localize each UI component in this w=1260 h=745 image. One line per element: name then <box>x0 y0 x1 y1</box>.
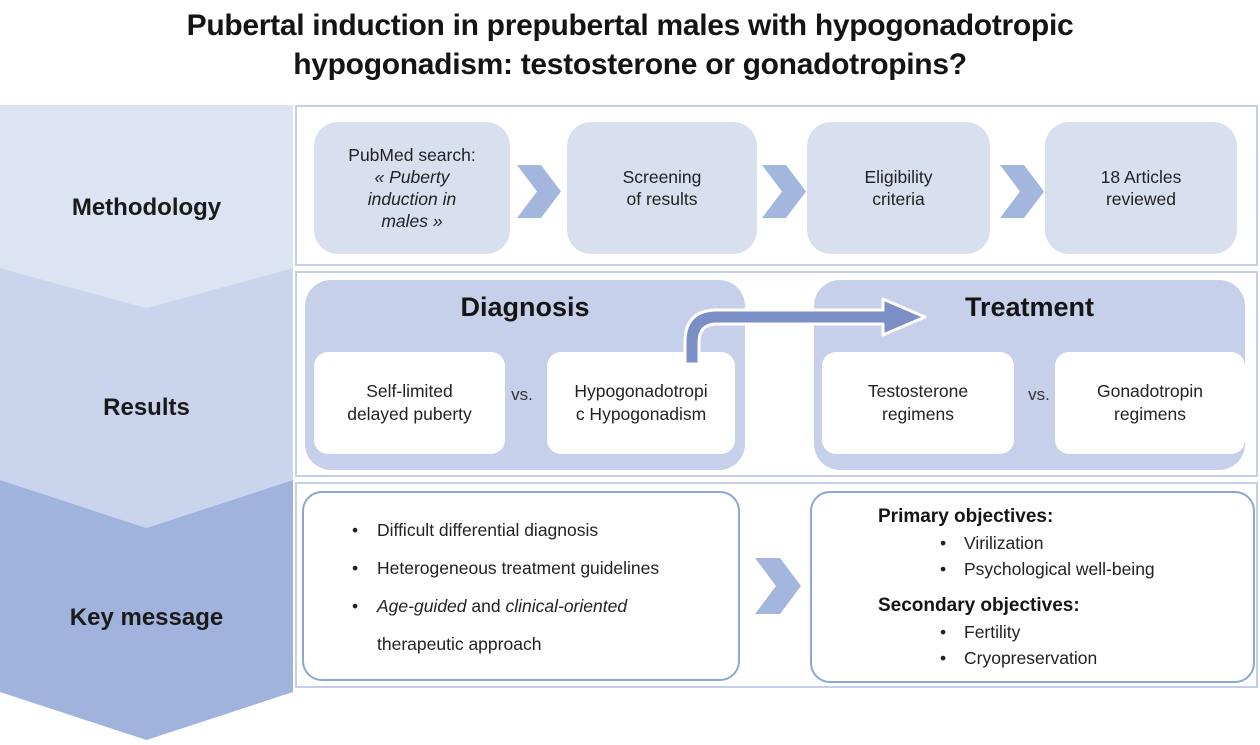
option-text-line2: delayed puberty <box>347 404 472 424</box>
band-label-key-message: Key message <box>69 604 224 631</box>
step-articles-line2: reviewed <box>1105 189 1177 209</box>
vs-label: vs. <box>1028 385 1050 404</box>
diagnosis-title: Diagnosis <box>460 292 590 322</box>
vs-label: vs. <box>511 385 533 404</box>
page-title: Pubertal induction in prepubertal males … <box>0 6 1260 84</box>
key-point-rest: therapeutic approach <box>377 634 542 654</box>
methodology-chevron-band <box>0 105 293 308</box>
stage-bands <box>0 105 293 740</box>
step-screening: Screening of results <box>567 122 757 254</box>
option-text-line1: Gonadotropin <box>1096 381 1204 401</box>
objective-item: Cryopreservation <box>940 645 1253 671</box>
key-points-list: Difficult differential diagnosis Heterog… <box>304 511 738 663</box>
secondary-objectives-heading: Secondary objectives: <box>878 595 1080 616</box>
key-point-item: Heterogeneous treatment guidelines <box>350 549 726 587</box>
flow-arrow-icon <box>1000 165 1044 218</box>
step-screening-line2: of results <box>626 189 698 209</box>
option-text-line2: regimens <box>882 404 954 424</box>
option-text-line2: regimens <box>1114 404 1186 424</box>
key-point-mid: and <box>466 596 506 616</box>
option-hypogonadotropic-hypogonadism: Hypogonadotropi c Hypogonadism <box>547 352 735 454</box>
key-point-italic1: Age-guided <box>377 596 467 616</box>
flow-arrow-icon <box>517 165 561 218</box>
step-articles-reviewed: 18 Articles reviewed <box>1045 122 1237 254</box>
flow-arrow-icon <box>762 165 806 218</box>
primary-objectives-list: Virilization Psychological well-being <box>812 530 1253 582</box>
objective-item: Virilization <box>940 530 1253 556</box>
step-eligibility-line2: criteria <box>872 189 925 209</box>
flow-arrow-icon <box>755 558 801 614</box>
key-message-row-panel: Difficult differential diagnosis Heterog… <box>295 482 1258 688</box>
key-point-item: Difficult differential diagnosis <box>350 511 726 549</box>
pubmed-search-heading: PubMed search: <box>348 145 476 165</box>
step-eligibility: Eligibility criteria <box>807 122 990 254</box>
band-label-results: Results <box>103 394 190 421</box>
step-pubmed-search: PubMed search: « Puberty induction in ma… <box>314 122 510 254</box>
page-title-line2: hypogonadism: testosterone or gonadotrop… <box>293 48 967 81</box>
secondary-objectives-list: Fertility Cryopreservation <box>812 619 1253 671</box>
option-testosterone-regimens: Testosterone regimens <box>822 352 1014 454</box>
key-points-box: Difficult differential diagnosis Heterog… <box>302 491 740 681</box>
option-text-line2: c Hypogonadism <box>575 404 707 424</box>
results-chevron-band <box>0 268 293 528</box>
option-self-limited-delayed-puberty: Self-limited delayed puberty <box>314 352 505 454</box>
step-eligibility-line1: Eligibility <box>864 167 933 187</box>
key-message-chevron-band <box>0 480 293 740</box>
option-text-line1: Hypogonadotropi <box>574 381 708 401</box>
option-text-line1: Self-limited <box>366 381 453 401</box>
objective-item: Psychological well-being <box>940 556 1253 582</box>
primary-objectives-heading: Primary objectives: <box>878 506 1054 527</box>
objective-item: Fertility <box>940 619 1253 645</box>
page-title-line1: Pubertal induction in prepubertal males … <box>186 9 1074 42</box>
diagnosis-group: Diagnosis Self-limited delayed puberty v… <box>305 280 745 470</box>
band-label-methodology: Methodology <box>71 194 222 221</box>
option-gonadotropin-regimens: Gonadotropin regimens <box>1055 352 1245 454</box>
methodology-row-panel: PubMed search: « Puberty induction in ma… <box>295 105 1258 266</box>
treatment-group: Treatment Testosterone regimens vs. Gona… <box>814 280 1245 470</box>
results-row-panel: Diagnosis Self-limited delayed puberty v… <box>295 271 1258 477</box>
step-articles-line1: 18 Articles <box>1100 167 1182 187</box>
objectives-box: Primary objectives: Virilization Psychol… <box>810 491 1255 683</box>
key-point-italic2: clinical-oriented <box>505 596 628 616</box>
key-point-item: Age-guided and clinical-oriented therapeu… <box>350 587 726 663</box>
treatment-title: Treatment <box>964 292 1095 322</box>
pubmed-search-query: « Puberty induction in males » <box>367 167 457 231</box>
step-screening-line1: Screening <box>622 167 702 187</box>
option-text-line1: Testosterone <box>867 381 969 401</box>
